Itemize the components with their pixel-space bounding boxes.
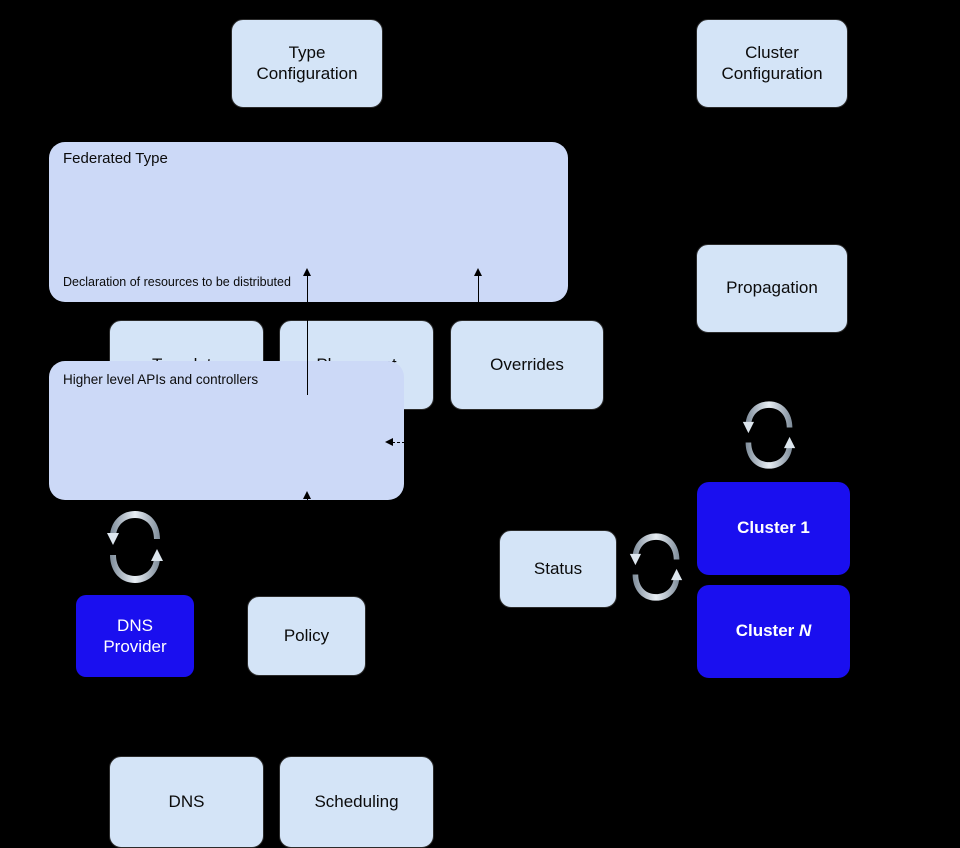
node-propagation-label: Propagation (726, 278, 818, 298)
node-overrides[interactable]: Overrides (450, 320, 604, 410)
diagram-canvas: Type Configuration Cluster Configuration… (49, 19, 850, 848)
group-higher-level-apis: Higher level APIs and controllers DNS Sc… (49, 361, 434, 848)
node-type-configuration[interactable]: Type Configuration (231, 19, 383, 108)
group-federated-type-title: Federated Type (63, 150, 168, 167)
node-dns[interactable]: DNS (109, 756, 264, 848)
group-higher-level-apis-title: Higher level APIs and controllers (63, 372, 259, 387)
node-overrides-label: Overrides (490, 354, 564, 374)
node-scheduling-label: Scheduling (314, 791, 399, 811)
dns-provider-line1: DNS (117, 615, 153, 635)
connector-scheduling-to-placement-line (307, 275, 309, 395)
node-scheduling[interactable]: Scheduling (279, 756, 434, 848)
sync-icon-propagation-cluster (740, 396, 798, 474)
connector-external-to-scheduling-arrow (385, 437, 393, 446)
cluster-configuration-line2: Configuration (721, 63, 823, 83)
type-configuration-line2: Configuration (256, 63, 358, 83)
connector-scheduling-to-overrides-line (478, 275, 480, 303)
node-cluster-1[interactable]: Cluster 1 (697, 482, 850, 575)
node-cluster-configuration-label: Cluster Configuration (721, 43, 822, 84)
node-dns-label: DNS (168, 791, 205, 811)
connector-scheduling-to-placement-arrow (302, 268, 311, 276)
group-federated-type: Federated Type Template Placement Overri… (49, 142, 604, 410)
node-cluster-n-label: Cluster N (736, 621, 812, 642)
node-policy-label: Policy (283, 625, 330, 645)
node-dns-provider[interactable]: DNS Provider (76, 595, 194, 677)
node-propagation[interactable]: Propagation (696, 244, 848, 333)
cluster-n-prefix: Cluster (735, 621, 799, 641)
sync-icon-status-cluster (627, 528, 685, 606)
dns-provider-line2: Provider (103, 637, 167, 656)
cluster-configuration-line1: Cluster (745, 42, 799, 62)
cluster-1-prefix: Cluster (737, 518, 801, 538)
connector-policy-to-scheduling-arrow (302, 491, 311, 499)
connector-scheduling-to-overrides-arrow (473, 268, 482, 276)
cluster-n-suffix: N (799, 621, 812, 641)
node-dns-provider-label: DNS Provider (103, 615, 166, 658)
group-federated-type-footnote: Declaration of resources to be distribut… (63, 275, 291, 289)
node-type-configuration-label: Type Configuration (256, 43, 357, 84)
node-status[interactable]: Status (499, 530, 617, 608)
connector-policy-to-scheduling-line (307, 499, 308, 515)
node-policy[interactable]: Policy (247, 596, 366, 676)
node-cluster-configuration[interactable]: Cluster Configuration (696, 19, 848, 108)
node-status-label: Status (533, 558, 583, 578)
node-cluster-n[interactable]: Cluster N (697, 585, 850, 678)
node-cluster-1-label: Cluster 1 (737, 518, 810, 539)
sync-icon-dns (104, 506, 166, 588)
type-configuration-line1: Type (288, 42, 326, 62)
connector-external-to-scheduling-line (392, 442, 420, 443)
cluster-1-suffix: 1 (800, 518, 810, 538)
